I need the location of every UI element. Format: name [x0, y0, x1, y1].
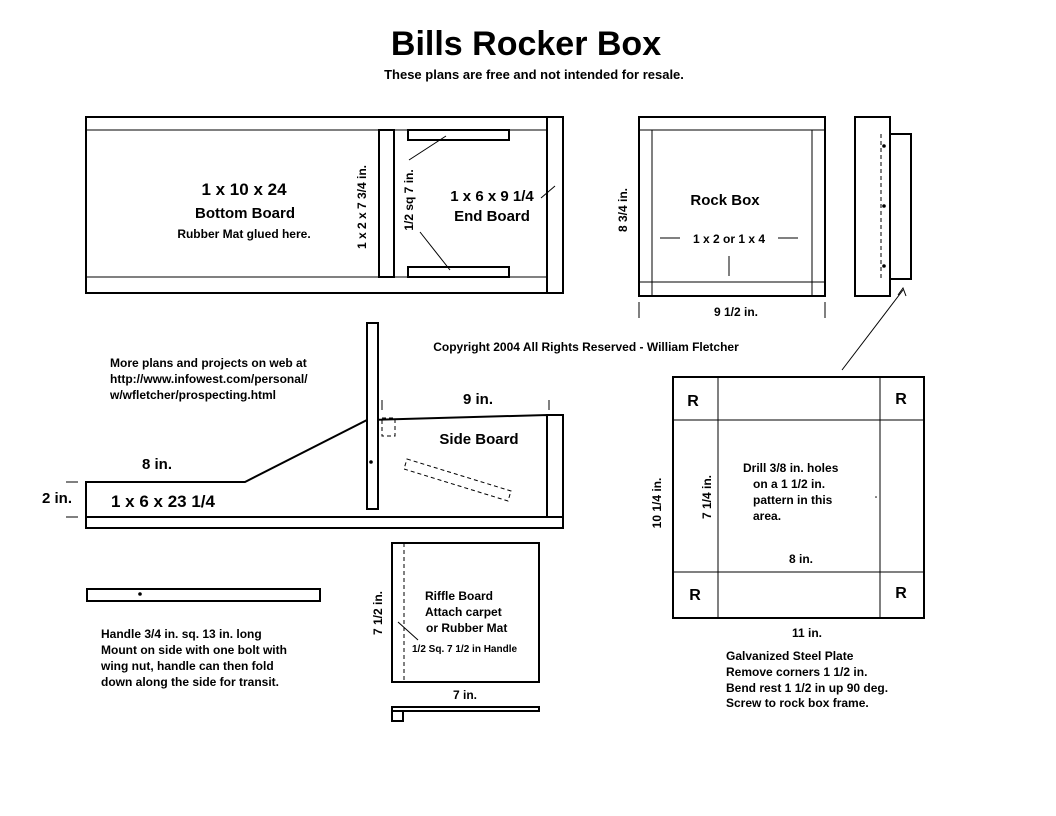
drill-note-line-1: Drill 3/8 in. holes — [743, 461, 839, 475]
bottom-board-outline — [85, 116, 548, 294]
plate-center-mark — [875, 496, 877, 498]
end-board-leader — [540, 185, 556, 199]
corner-mark-bottom-right: R — [895, 585, 907, 602]
riffle-board-width: 7 in. — [453, 688, 477, 702]
drill-note-line-2: on a 1 1/2 in. — [753, 477, 825, 491]
side-board-height: 2 in. — [42, 490, 72, 507]
screw-middle — [882, 204, 886, 208]
handle-note-line-1: Handle 3/4 in. sq. 13 in. long — [101, 627, 262, 641]
rock-box-width: 9 1/2 in. — [714, 305, 758, 319]
plate-note-line-2: Remove corners 1 1/2 in. — [726, 665, 867, 679]
plate-inner-height: 7 1/4 in. — [700, 475, 714, 519]
rock-box-frame-dims: 1 x 2 or 1 x 4 — [693, 232, 765, 246]
riffle-board-line-2: Attach carpet — [425, 605, 502, 619]
rock-box-outline — [638, 116, 826, 297]
sq-leader-bottom — [419, 231, 451, 271]
end-board-edge — [546, 116, 564, 294]
side-board-top-width: 9 in. — [463, 391, 493, 408]
riffle-board-line-3: or Rubber Mat — [426, 621, 507, 635]
side-board-label: Side Board — [439, 431, 518, 448]
plate-outer-width: 11 in. — [792, 626, 822, 640]
riffle-board-line-1: Riffle Board — [425, 589, 493, 603]
web-note-line-1: More plans and projects on web at — [110, 356, 307, 370]
handle-note-line-4: down along the side for transit. — [101, 675, 279, 689]
cross-cleat — [378, 129, 395, 278]
plate-note-line-3: Bend rest 1 1/2 in up 90 deg. — [726, 681, 888, 695]
bottom-board-dims: 1 x 10 x 24 — [201, 180, 287, 199]
handle-bar — [86, 588, 321, 602]
corner-mark-top-left: R — [687, 393, 699, 410]
screw-top — [882, 144, 886, 148]
side-board-slope-length: 8 in. — [142, 456, 172, 473]
side-board-view: 9 in. Side Board 8 in. 2 in. 1 x 6 x 23 … — [42, 322, 564, 529]
handle-bolt-hole — [138, 592, 142, 596]
plate-outer-height: 10 1/4 in. — [650, 478, 664, 529]
riffle-board-outline — [403, 458, 512, 502]
plate-to-box-leader — [841, 289, 904, 371]
plate-inner-width: 8 in. — [789, 552, 813, 566]
sq-dims-label: 1/2 sq 7 in. — [402, 169, 416, 230]
rubber-mat-note: Rubber Mat glued here. — [177, 227, 310, 241]
side-board-end — [546, 414, 564, 518]
bolt-hole-outline — [381, 417, 396, 437]
cleat-dims-label: 1 x 2 x 7 3/4 in. — [355, 165, 369, 249]
arrowhead — [897, 286, 907, 297]
rock-box-label: Rock Box — [690, 192, 760, 209]
drill-note-line-4: area. — [753, 509, 781, 523]
riffle-handle-note: 1/2 Sq. 7 1/2 in Handle — [412, 644, 517, 655]
riffle-board-handle-end — [391, 710, 404, 722]
corner-mark-top-right: R — [895, 391, 907, 408]
web-note-line-2: http://www.infowest.com/personal/ — [110, 372, 308, 386]
rock-box-side-plate — [889, 133, 912, 280]
side-board-dims: 1 x 6 x 23 1/4 — [111, 492, 216, 511]
drill-note-line-3: pattern in this — [753, 493, 833, 507]
rock-box-height: 8 3/4 in. — [616, 188, 630, 232]
handle-view: Handle 3/4 in. sq. 13 in. long Mount on … — [86, 588, 321, 689]
bottom-board-view: 1 x 10 x 24 Bottom Board Rubber Mat glue… — [85, 116, 564, 294]
riffle-handle-leader — [397, 621, 419, 641]
side-board-base — [85, 516, 564, 529]
rock-box-view: Rock Box 1 x 2 or 1 x 4 8 3/4 in. 9 1/2 … — [616, 116, 912, 371]
top-riffle-strip — [407, 129, 510, 141]
sq-leader-top — [408, 135, 447, 161]
handle-note-line-2: Mount on side with one bolt with — [101, 643, 287, 657]
end-board-dims: 1 x 6 x 9 1/4 — [450, 188, 534, 205]
handle-note-line-3: wing nut, handle can then fold — [100, 659, 274, 673]
riffle-board-outline — [391, 542, 540, 683]
steel-plate-outline — [672, 376, 925, 619]
plate-note-line-1: Galvanized Steel Plate — [726, 649, 854, 663]
bottom-riffle-strip — [407, 266, 510, 278]
plate-note-line-4: Screw to rock box frame. — [726, 696, 869, 710]
page-title: Bills Rocker Box — [391, 25, 661, 63]
riffle-board-height: 7 1/2 in. — [371, 591, 385, 635]
screw-bottom — [882, 264, 886, 268]
bottom-board-label: Bottom Board — [195, 205, 295, 222]
end-board-label: End Board — [454, 208, 530, 225]
copyright-notice: Copyright 2004 All Rights Reserved - Wil… — [433, 340, 739, 354]
corner-mark-bottom-left: R — [689, 587, 701, 604]
riffle-board-view: Riffle Board Attach carpet or Rubber Mat… — [371, 542, 540, 722]
handle-bolt — [369, 460, 373, 464]
steel-plate-view: R R R R Drill 3/8 in. holes on a 1 1/2 i… — [650, 376, 925, 710]
folding-handle-upright — [366, 322, 379, 510]
riffle-board-edge — [391, 706, 540, 712]
web-note-line-3: w/wfletcher/prospecting.html — [109, 388, 276, 402]
page-subtitle: These plans are free and not intended fo… — [384, 67, 684, 82]
